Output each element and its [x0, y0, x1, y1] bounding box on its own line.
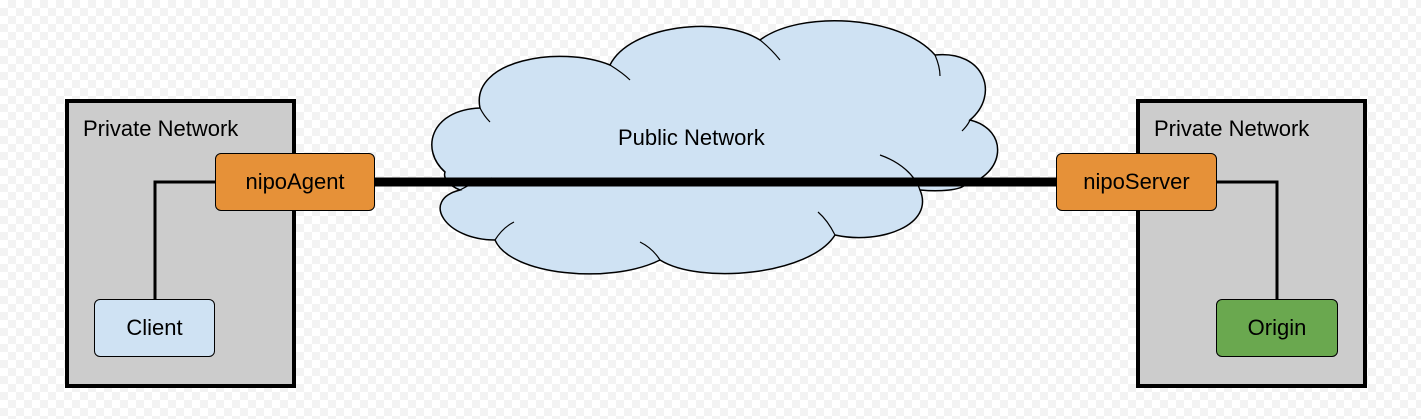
client-node: Client — [94, 299, 215, 357]
right-internal-link — [1216, 180, 1279, 300]
nipo-server-node: nipoServer — [1056, 153, 1217, 211]
public-network-cloud — [431, 20, 999, 275]
left-internal-link — [153, 180, 216, 300]
right-private-network-label: Private Network — [1154, 116, 1310, 141]
public-network-label: Public Network — [618, 125, 765, 150]
left-private-network-label: Private Network — [83, 116, 239, 141]
nipo-agent-node: nipoAgent — [215, 153, 375, 211]
origin-node: Origin — [1216, 299, 1338, 357]
cloud-detail — [459, 39, 971, 261]
